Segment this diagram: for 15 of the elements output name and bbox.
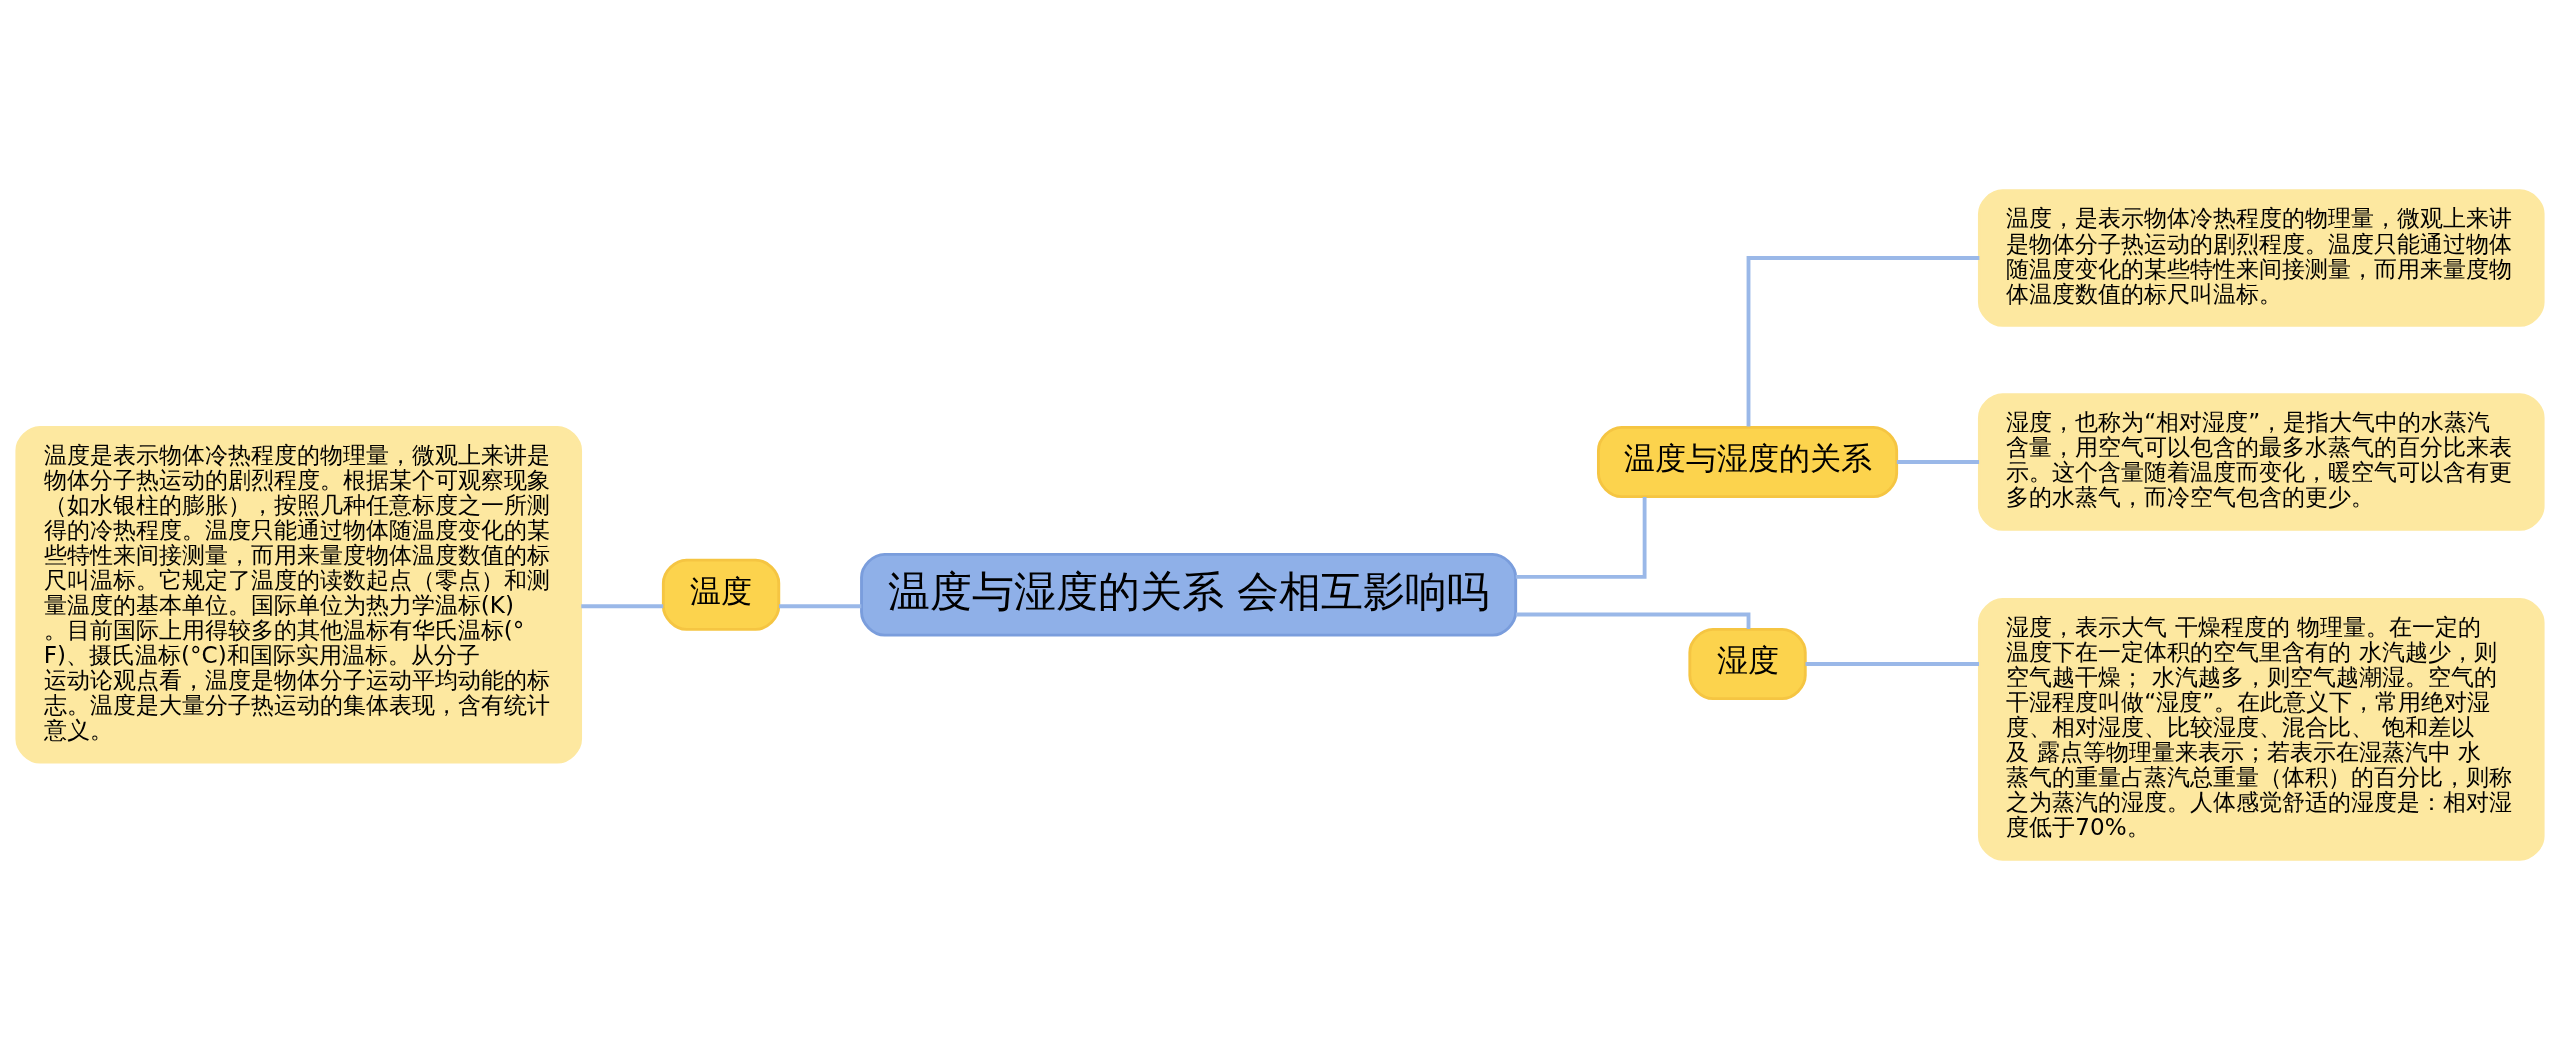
connector xyxy=(1515,612,1751,629)
node-box: 湿度，也称为“相对湿度”，是指大气中的水蒸汽含量，用空气可以包含的最多水蒸气的百分比来表示。这个含量随着温度而变化，暖空气可以含有更多的水蒸气，而冷空气包含的更少。 xyxy=(1977,392,2545,531)
connector xyxy=(1896,459,1980,464)
node-box: 温度 xyxy=(661,558,781,631)
node-box: 温度与湿度的关系 会相互影响吗 xyxy=(860,552,1518,637)
connector xyxy=(779,603,862,608)
node-box: 温度与湿度的关系 xyxy=(1597,425,1899,498)
connector xyxy=(1515,496,1647,579)
node-box: 湿度，表示大气 干燥程度的 物理量。在一定的温度下在一定体积的空气里含有的 水汽越少，则空气越干燥； 水汽越多，则空气越潮湿。空气的干湿程度叫做“湿度”。在此意义下，常用绝对湿度、相对湿度、比较湿度、混合比、 饱和差以及 露点等物理量来表示；若表示在湿蒸汽中 水蒸气的重量占蒸汽总重量（体积）的百分比，则称之为蒸汽的湿度。人体感觉舒适的湿度是：相对湿度低于70%。 xyxy=(1977,597,2545,861)
connector xyxy=(1746,255,1980,426)
node-box: 温度是表示物体冷热程度的物理量，微观上来讲是物体分子热运动的剧烈程度。根据某个可观察现象（如水银柱的膨胀），按照几种任意标度之一所测得的冷热程度。温度只能通过物体随温度变化的某些特性来间接测量，而用来量度物体温度数值的标尺叫温标。它规定了温度的读数起点（零点）和测量温度的基本单位。国际单位为热力学温标(K)。目前国际上用得较多的其他温标有华氏温标(°F)、摄氏温标(°C)和国际实用温标。从分子运动论观点看，温度是物体分子运动平均动能的标志。温度是大量分子热运动的集体表现，含有统计意义。 xyxy=(15,425,583,764)
connector xyxy=(1805,661,1979,666)
node-box: 湿度 xyxy=(1688,627,1807,700)
connector xyxy=(581,603,664,608)
node-box: 温度，是表示物体冷热程度的物理量，微观上来讲是物体分子热运动的剧烈程度。温度只能通过物体随温度变化的某些特性来间接测量，而用来量度物体温度数值的标尺叫温标。 xyxy=(1977,188,2545,327)
